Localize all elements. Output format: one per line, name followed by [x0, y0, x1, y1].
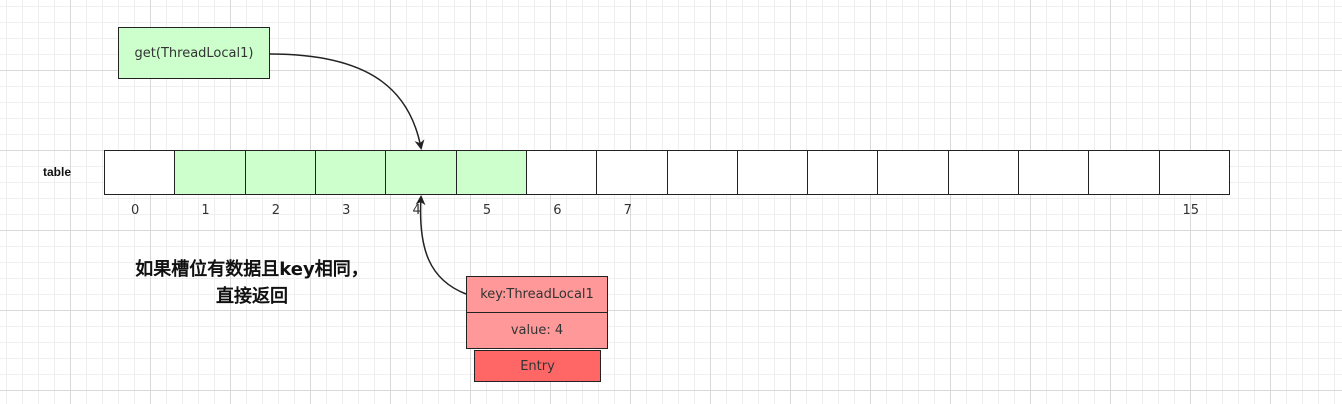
index-label-3: 3 — [342, 203, 351, 218]
table-slot-4 — [386, 151, 457, 194]
entry-type-label: Entry — [520, 358, 555, 374]
table-slot-8 — [667, 151, 738, 194]
table-slot-1 — [175, 151, 246, 194]
index-label-5: 5 — [482, 203, 492, 218]
index-label-1: 1 — [201, 203, 210, 218]
table-slot-2 — [245, 151, 316, 194]
table-slot-5 — [456, 151, 527, 194]
index-label-6: 6 — [553, 203, 562, 218]
index-label-4: 4 — [412, 203, 421, 218]
table-label: table — [43, 165, 72, 179]
entry-to-slot-arrow — [415, 195, 467, 295]
table-slot-15 — [1159, 151, 1229, 194]
caption-line-2: 直接返回 — [216, 286, 288, 307]
entry-key-label: key:ThreadLocal1 — [480, 287, 594, 302]
table-slot-13 — [1019, 151, 1090, 194]
table-slot-10 — [808, 151, 879, 194]
table-slot-7 — [597, 151, 668, 194]
index-label-7: 7 — [623, 203, 632, 218]
table-slot-12 — [948, 151, 1020, 194]
caption-line-1: 如果槽位有数据且key相同， — [135, 259, 369, 280]
get-call-node: get(ThreadLocal1) — [118, 27, 270, 79]
get-to-slot-arrow — [269, 53, 425, 150]
table-slot-9 — [737, 151, 809, 194]
table-slot-14 — [1089, 151, 1160, 194]
table-slot-3 — [315, 151, 387, 194]
entry-node: key:ThreadLocal1 value: 4 Entry — [466, 276, 608, 382]
index-label-0: 0 — [131, 203, 140, 218]
index-label-2: 2 — [271, 203, 281, 218]
entry-key-box: key:ThreadLocal1 — [466, 276, 608, 313]
get-call-label: get(ThreadLocal1) — [134, 45, 254, 61]
index-label-15: 15 — [1182, 203, 1200, 218]
entry-value-box: value: 4 — [466, 312, 608, 349]
entry-value-label: value: 4 — [510, 323, 564, 338]
table-slot-0 — [105, 151, 176, 194]
table-slot-6 — [526, 151, 598, 194]
entry-type-box: Entry — [474, 350, 601, 382]
table-slot-11 — [878, 151, 949, 194]
caption-text: 如果槽位有数据且key相同， 直接返回 — [118, 256, 386, 310]
table-array — [104, 150, 1230, 195]
